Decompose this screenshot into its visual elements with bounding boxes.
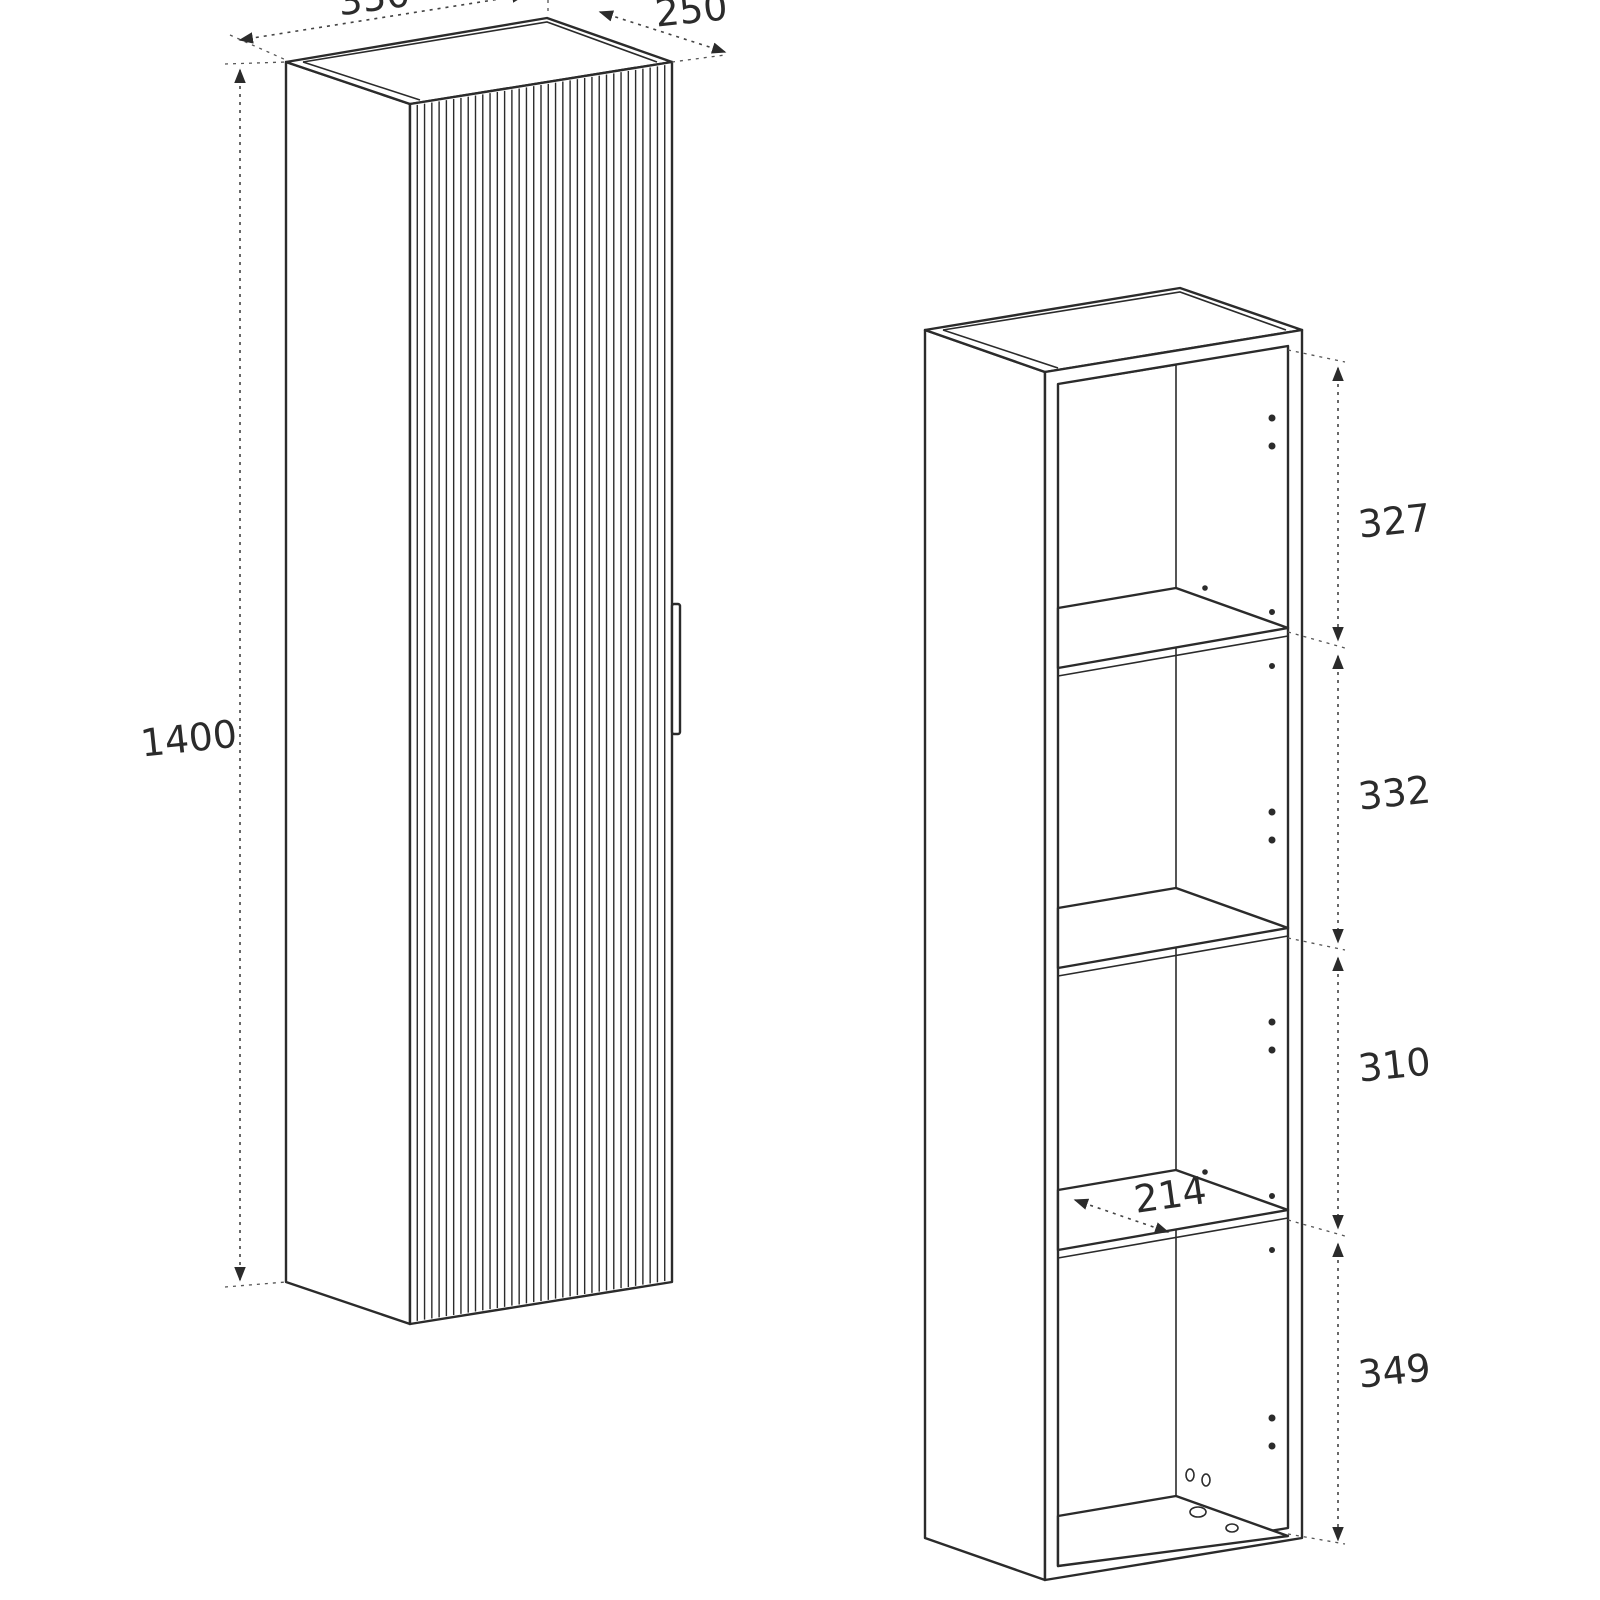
shelf-pin-holes [1202,414,1276,1450]
cabinet-bottom [1056,1494,1290,1568]
door-handle [670,602,682,736]
depth-dimension-line [598,10,727,54]
width-dimension-line [238,0,527,44]
shelf-1 [1056,586,1290,677]
shelf-spacing-1-label: 327 [1356,495,1433,546]
dimension-lines-right [1073,349,1346,1545]
height-label: 1400 [138,712,239,766]
shelf-spacing-4-label: 349 [1356,1345,1433,1396]
inner-depth-label: 214 [1131,1168,1209,1222]
cabinet-side-panel [284,60,412,1326]
mounting-holes [1185,1468,1239,1533]
shelf-spacing-3-label: 310 [1356,1039,1433,1090]
closed-cabinet [284,16,682,1326]
open-cabinet [923,286,1304,1582]
open-cabinet-side-panel [923,328,1047,1582]
inner-depth-dimension-line [1073,1198,1170,1234]
door-flutes [416,65,666,1321]
dimension-lines-left [224,0,727,1288]
shelf-spacing-2-label: 332 [1356,767,1433,818]
shelf-2 [1056,886,1290,977]
width-label: 350 [335,0,413,24]
depth-label: 250 [653,0,730,36]
